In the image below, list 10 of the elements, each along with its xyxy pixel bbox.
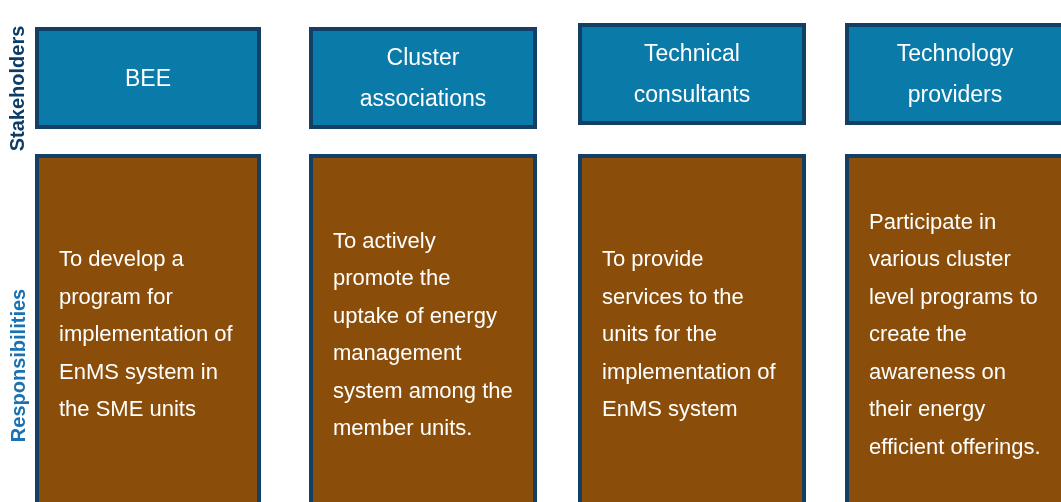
stakeholder-box: Technology providers <box>845 23 1061 125</box>
stakeholder-box: BEE <box>35 27 261 129</box>
row-heading: Stakeholders <box>6 25 30 151</box>
responsibility-box: Participate in various cluster level programs to create the awareness on their energy efficient offerings. <box>845 154 1061 502</box>
row-heading: Responsibilities <box>6 288 30 442</box>
stakeholder-box: Technical consultants <box>578 23 806 125</box>
responsibility-box: To actively promote the uptake of energy management system among the member units. <box>309 154 537 502</box>
stakeholder-box: Cluster associations <box>309 27 537 129</box>
responsibility-box: To develop a program for implementation of EnMS system in the SME units <box>35 154 261 502</box>
responsibility-box: To provide services to the units for the implementation of EnMS system <box>578 154 806 502</box>
